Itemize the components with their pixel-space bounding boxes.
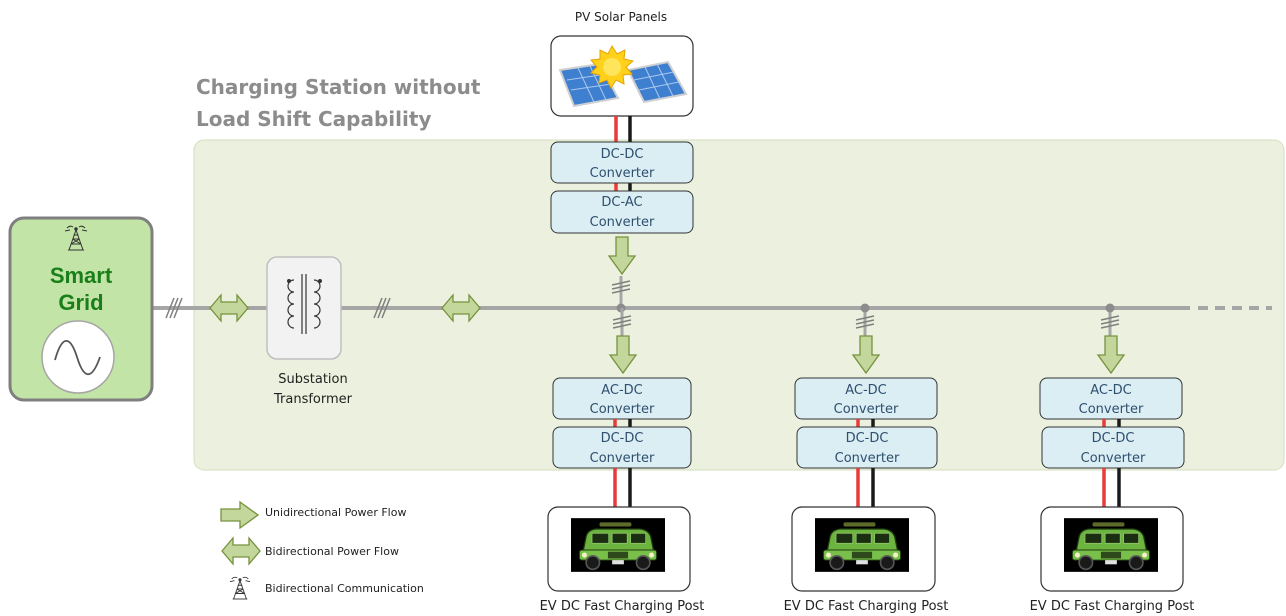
charging-station-area bbox=[193, 139, 1285, 471]
post-2-dc-dc-label-2: Converter bbox=[835, 451, 900, 466]
post-1-ac-dc-label-1: AC-DC bbox=[601, 383, 643, 398]
legend-unidirectional-label: Unidirectional Power Flow bbox=[265, 506, 406, 519]
post-2-label: EV DC Fast Charging Post bbox=[784, 599, 949, 614]
sun-icon bbox=[590, 44, 635, 90]
sine-wave-icon bbox=[54, 339, 101, 376]
charging-post-2: AC-DC Converter DC-DC Converter EV DC Fa… bbox=[784, 303, 949, 614]
legend-communication-tower-icon bbox=[229, 576, 251, 600]
post-1-ac-dc-converter bbox=[552, 377, 692, 420]
post-3-dc-dc-label-1: DC-DC bbox=[1092, 431, 1135, 446]
substation-transformer bbox=[266, 256, 342, 360]
post-2-ac-dc-label-2: Converter bbox=[834, 402, 899, 417]
pv-dc-dc-label-2: Converter bbox=[590, 166, 655, 181]
legend-bidirectional-label: Bidirectional Power Flow bbox=[265, 545, 399, 558]
legend-bidirectional-arrow-icon bbox=[221, 537, 261, 565]
smart-grid-label-line2: Grid bbox=[58, 290, 103, 315]
pv-solar-panels bbox=[550, 35, 694, 117]
pv-dc-dc-converter: DC-DC Converter bbox=[550, 141, 694, 184]
transformer-label-line1: Substation bbox=[278, 372, 347, 387]
legend-communication-label: Bidirectional Communication bbox=[265, 582, 424, 595]
post-2-ac-dc-converter bbox=[794, 377, 938, 420]
post-1-dc-dc-label-1: DC-DC bbox=[601, 431, 644, 446]
post-1-ac-dc-label-2: Converter bbox=[590, 402, 655, 417]
post-2-three-phase-mark bbox=[855, 315, 875, 329]
post-2-electric-vehicle-icon bbox=[815, 517, 909, 573]
post-3-three-phase-mark bbox=[1100, 315, 1120, 329]
ac-source-circle bbox=[41, 320, 115, 394]
pv-dc-ac-label-1: DC-AC bbox=[601, 195, 642, 210]
pv-dc-dc-label-1: DC-DC bbox=[601, 147, 644, 162]
smart-grid-block: Smart Grid bbox=[8, 216, 154, 402]
diagram-title-line2: Load Shift Capability bbox=[196, 107, 431, 131]
post-2-dc-dc-converter bbox=[796, 426, 938, 469]
post-3-ac-dc-label-1: AC-DC bbox=[1090, 383, 1132, 398]
post-1-three-phase-mark bbox=[612, 315, 632, 329]
three-phase-mark-grid bbox=[165, 297, 183, 319]
post-3-label: EV DC Fast Charging Post bbox=[1030, 599, 1195, 614]
diagram-title-line1: Charging Station without bbox=[196, 75, 481, 99]
post-3-dc-dc-label-2: Converter bbox=[1081, 451, 1146, 466]
pv-label: PV Solar Panels bbox=[575, 10, 667, 24]
post-2-ac-dc-label-1: AC-DC bbox=[845, 383, 887, 398]
three-phase-mark-bus bbox=[373, 297, 391, 319]
charging-post-1: AC-DC Converter DC-DC Converter EV DC Fa… bbox=[540, 308, 705, 614]
legend: Unidirectional Power Flow Bidirectional … bbox=[220, 501, 424, 600]
smart-grid-label-line1: Smart bbox=[50, 263, 113, 288]
post-3-bus-node bbox=[1105, 303, 1115, 313]
post-1-label: EV DC Fast Charging Post bbox=[540, 599, 705, 614]
transformer-label-line2: Transformer bbox=[273, 392, 353, 407]
post-1-electric-vehicle-icon bbox=[571, 517, 665, 573]
post-3-dc-dc-converter bbox=[1041, 426, 1185, 469]
post-3-ac-dc-label-2: Converter bbox=[1079, 402, 1144, 417]
post-2-bus-node bbox=[860, 303, 870, 313]
pv-dc-ac-label-2: Converter bbox=[590, 215, 655, 230]
legend-unidirectional-arrow-icon bbox=[220, 501, 259, 529]
post-3-ac-dc-converter bbox=[1039, 377, 1183, 420]
post-1-dc-dc-converter bbox=[552, 426, 692, 469]
charging-post-3: AC-DC Converter DC-DC Converter EV DC Fa… bbox=[1030, 303, 1195, 614]
transformer-coil-icon bbox=[287, 274, 323, 334]
post-2-dc-dc-label-1: DC-DC bbox=[846, 431, 889, 446]
post-3-electric-vehicle-icon bbox=[1064, 517, 1158, 573]
post-1-dc-dc-label-2: Converter bbox=[590, 451, 655, 466]
pv-three-phase-mark bbox=[611, 280, 631, 294]
pv-dc-ac-converter: DC-AC Converter bbox=[550, 190, 694, 234]
